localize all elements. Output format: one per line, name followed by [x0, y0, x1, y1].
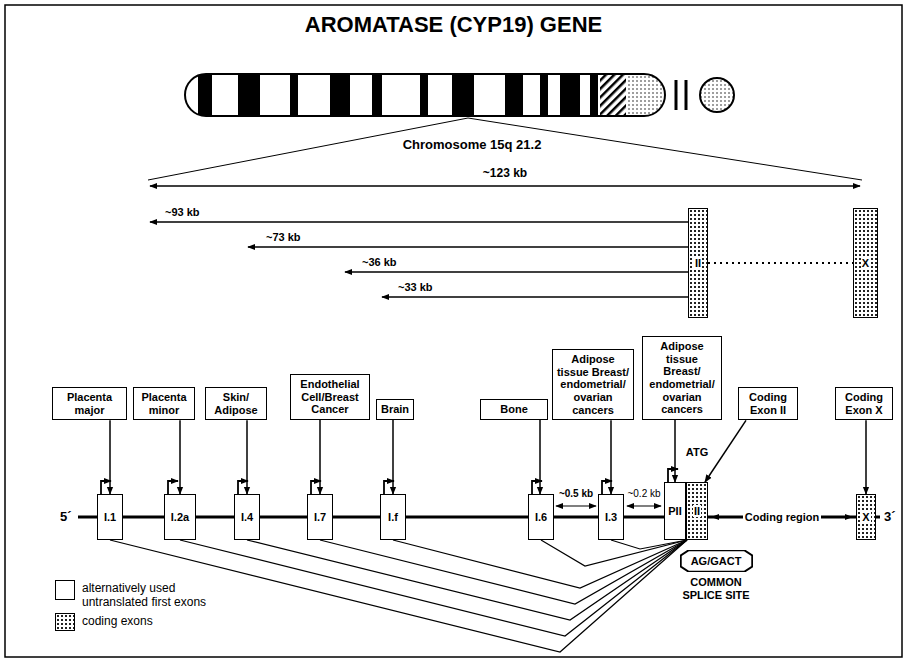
strand-end-label: 5´: [60, 510, 72, 525]
splice-site-octagon: AG/GACT: [680, 550, 753, 572]
splice-line: [320, 540, 687, 604]
zoom-lines: [148, 118, 862, 180]
chromosome-label: Chromosome 15q 21.2: [403, 138, 542, 153]
exon-label: I.2a: [171, 511, 189, 523]
tissue-callout-box: Adipose tissue Breast/ endometrial/ ovar…: [552, 349, 634, 420]
exon-box: II: [686, 482, 708, 540]
length-arrows: [150, 222, 688, 297]
callout-arrow: [705, 420, 746, 482]
distance-label: ~0.5 kb: [559, 488, 593, 500]
exon-label: PII: [668, 505, 681, 517]
callout-arrow: [319, 420, 321, 494]
length-label: ~93 kb: [165, 206, 200, 219]
legend-swatch: [55, 580, 75, 600]
tissue-callout-box: Brain: [376, 399, 414, 420]
tissue-label: Coding Exon II: [749, 391, 787, 416]
chromosome: [185, 74, 734, 116]
start-codon-label: ATG: [686, 446, 708, 459]
splice-line: [180, 540, 687, 636]
tissue-callout-box: Endothelial Cell/Breast Cancer: [290, 374, 370, 420]
callout-arrow: [539, 420, 541, 494]
exon-label: II: [693, 505, 701, 517]
tissue-label: Endothelial Cell/Breast Cancer: [300, 378, 359, 415]
figure-border: [5, 5, 902, 657]
tissue-callout-box: Adipose tissue Breast/ endometrial/ ovar…: [642, 336, 722, 420]
legend-text: coding exons: [82, 614, 242, 628]
length-label: ~36 kb: [362, 256, 397, 269]
exon-label: I.3: [605, 511, 617, 523]
callout-arrow: [674, 420, 676, 482]
tissue-label: Coding Exon X: [845, 391, 883, 416]
tissue-callout-box: Placenta minor: [133, 387, 195, 420]
exon-box: I.7: [307, 494, 333, 540]
diagram-title: AROMATASE (CYP19) GENE: [0, 12, 907, 38]
tissue-callout-box: Bone: [480, 399, 548, 420]
strand-end-label: 3´: [884, 510, 896, 525]
exon-box: X: [853, 208, 878, 318]
callout-arrow: [179, 420, 181, 494]
tissue-callout-box: Skin/ Adipose: [205, 387, 267, 420]
exon-label: I.f: [388, 511, 398, 523]
exon-box: I.1: [97, 494, 123, 540]
distance-label: ~0.2 kb: [625, 488, 662, 500]
splice-site-label: COMMON SPLICE SITE: [676, 576, 756, 601]
tissue-callout-box: Coding Exon X: [835, 387, 893, 420]
callout-arrow: [865, 420, 867, 494]
splice-line: [541, 540, 687, 566]
tissue-label: Bone: [500, 403, 528, 415]
tissue-label: Adipose tissue Breast/ endometrial/ ovar…: [649, 340, 714, 415]
legend-swatch: [55, 613, 75, 631]
exon-box: I.f: [380, 494, 406, 540]
exon-label: AG/GACT: [691, 555, 742, 567]
callout-arrow: [610, 420, 612, 494]
splice-line: [247, 540, 687, 620]
callout-arrow: [109, 420, 111, 494]
exon-label: X: [861, 511, 870, 523]
exon-box: I.4: [234, 494, 260, 540]
length-label: ~33 kb: [398, 281, 433, 294]
tissue-label: Adipose tissue Breast/ endometrial/ ovar…: [557, 353, 629, 416]
distance-arrow: [627, 505, 661, 506]
exon-label: I.1: [104, 511, 116, 523]
exon-label: I.6: [535, 511, 547, 523]
tissue-callout-box: Placenta major: [52, 387, 127, 420]
splice-line: [611, 540, 687, 549]
coding-region-label: Coding region: [743, 511, 822, 524]
exon-box: I.6: [528, 494, 554, 540]
tissue-callout-box: Coding Exon II: [738, 387, 798, 420]
splice-line: [393, 540, 687, 588]
exon-box: PII: [664, 482, 686, 540]
length-label: ~123 kb: [483, 167, 527, 181]
legend-text: alternatively used untranslated first ex…: [82, 581, 242, 610]
callout-arrow: [392, 420, 394, 494]
callout-arrow: [246, 420, 248, 494]
exon-label: I.7: [314, 511, 326, 523]
exon-box: I.3: [598, 494, 624, 540]
exon-box: II: [688, 208, 708, 318]
tissue-label: Placenta minor: [141, 391, 186, 416]
dotted-link: [708, 262, 853, 264]
exon-label: X: [861, 257, 870, 269]
exon-box: I.2a: [164, 494, 196, 540]
length-label: ~73 kb: [266, 231, 301, 244]
tissue-label: Skin/ Adipose: [214, 391, 257, 416]
tissue-label: Placenta major: [67, 391, 112, 416]
exon-box: X: [856, 494, 876, 540]
tissue-label: Brain: [381, 403, 409, 415]
distance-arrow: [556, 505, 596, 506]
exon-label: I.4: [241, 511, 253, 523]
span-arrow: [150, 185, 860, 187]
exon-label: II: [694, 257, 702, 269]
